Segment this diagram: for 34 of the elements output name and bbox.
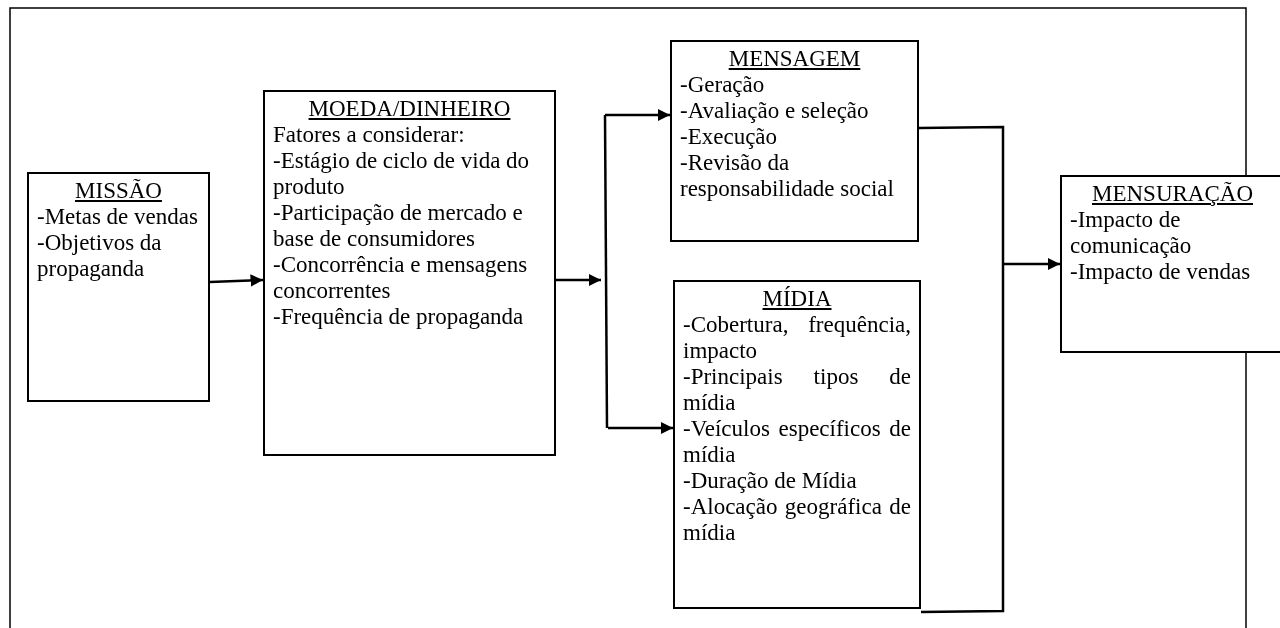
- branch-line: [603, 115, 609, 428]
- box-text: -Impacto de vendas: [1070, 259, 1252, 285]
- box-heading: MISSÃO: [74, 178, 163, 204]
- process-box: [263, 90, 556, 456]
- box-text: -Cobertura, frequência, impacto: [683, 312, 911, 364]
- box-text: Fatores a considerar:: [273, 122, 466, 148]
- box-text: -Estágio de ciclo de vida do produto: [273, 148, 531, 200]
- box-text: -Impacto de comunicação: [1070, 207, 1193, 259]
- box-text: -Avaliação e seleção: [680, 98, 870, 124]
- arrow: [605, 108, 670, 122]
- box-text: -Revisão da responsabilidade social: [680, 150, 895, 202]
- box-heading: MOEDA/DINHEIRO: [307, 96, 512, 122]
- arrow: [556, 273, 601, 287]
- arrow: [608, 421, 673, 435]
- box-text: -Concorrência e mensagens concorrentes: [273, 252, 529, 304]
- process-box: [27, 172, 210, 402]
- arrow: [1003, 257, 1060, 271]
- box-text: -Metas de vendas: [37, 204, 199, 230]
- box-text: -Alocação geográfica de mídia: [683, 494, 911, 546]
- box-heading: MÍDIA: [761, 286, 833, 312]
- process-box: [670, 40, 919, 242]
- box-heading: MENSAGEM: [727, 46, 862, 72]
- arrow: [209, 274, 264, 287]
- box-text: -Veículos específicos de mídia: [683, 416, 911, 468]
- box-text: -Execução: [680, 124, 779, 150]
- box-text: -Duração de Mídia: [683, 468, 858, 494]
- box-heading: MENSURAÇÃO: [1091, 181, 1254, 207]
- box-text: -Principais tipos de mídia: [683, 364, 911, 416]
- box-text: -Participação de mercado e base de consumidores: [273, 200, 524, 252]
- box-text: -Frequência de propaganda: [273, 304, 525, 330]
- box-text: -Geração: [680, 72, 766, 98]
- process-box: [1060, 175, 1280, 353]
- box-text: -Objetivos da propaganda: [37, 230, 163, 282]
- process-box: [673, 280, 921, 609]
